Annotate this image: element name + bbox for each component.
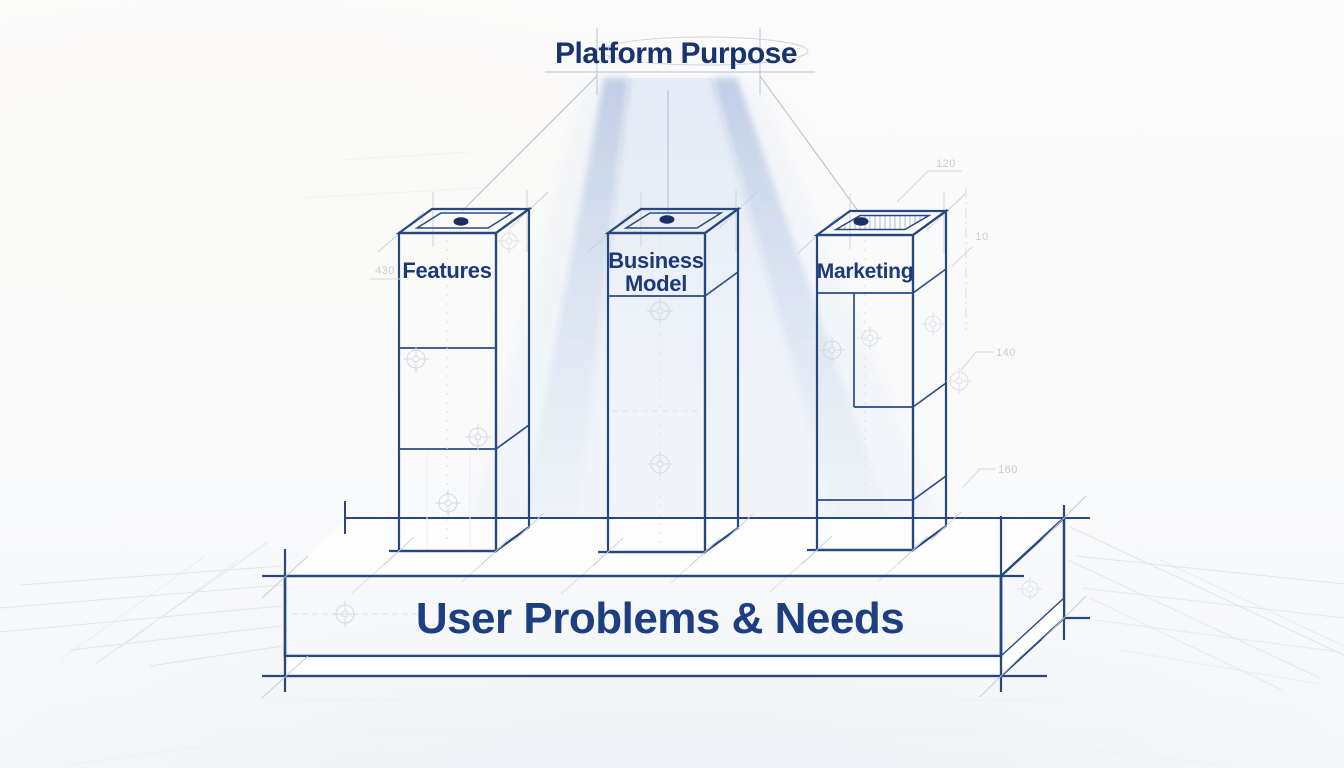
leader-line-features xyxy=(461,75,598,212)
dimension-annotations: 430 120 10 140 160 xyxy=(370,158,1018,488)
target-mark-icon xyxy=(858,326,882,350)
dimension-10: 10 xyxy=(975,231,988,243)
target-mark-icon xyxy=(497,229,521,253)
target-mark-icon xyxy=(647,451,673,477)
marketing-pin-dot-icon xyxy=(853,217,869,226)
base-hatch-strip-bg xyxy=(285,656,1001,676)
pillar-business-label-line2: Model xyxy=(625,271,687,296)
dimension-140-leader xyxy=(960,351,994,371)
platform-purpose-title: Platform Purpose xyxy=(545,28,815,95)
base-side-hatch-area xyxy=(1001,598,1064,676)
dimension-160-leader xyxy=(962,468,996,488)
beam-left-edge xyxy=(514,78,629,566)
base-corner-diagonal-ticks xyxy=(261,495,1087,699)
dimension-120: 120 xyxy=(936,158,956,170)
pillar-business-label-line1: Business xyxy=(608,248,703,273)
title-sketch-ellipse xyxy=(601,36,809,66)
pillar-bottom-ticks xyxy=(383,511,962,567)
pillar-business-model: Business Model xyxy=(598,206,742,555)
title-tick-lines xyxy=(596,28,761,95)
target-mark-icon xyxy=(1018,577,1042,601)
features-pin-dot-icon xyxy=(453,217,469,226)
base-label: User Problems & Needs xyxy=(416,594,904,643)
base-top-surface xyxy=(285,518,1064,576)
target-mark-icon xyxy=(332,601,358,627)
business-side-divider xyxy=(704,271,739,297)
features-side-divider xyxy=(495,424,530,450)
marketing-inner-panel xyxy=(853,293,913,408)
beam-right-edge xyxy=(712,78,906,566)
leader-line-marketing xyxy=(759,75,859,212)
background-grid xyxy=(0,151,1344,767)
pillar-marketing: Marketing xyxy=(807,208,950,553)
dimension-120-leader xyxy=(896,170,962,203)
target-marks xyxy=(332,229,1042,627)
base-slab: User Problems & Needs xyxy=(261,495,1090,699)
features-dividers xyxy=(399,347,496,450)
leader-lines xyxy=(461,75,859,213)
business-pin-dot-icon xyxy=(659,215,675,224)
marketing-lower-side-divider xyxy=(912,475,947,501)
platform-purpose-label: Platform Purpose xyxy=(555,37,797,70)
target-mark-icon xyxy=(435,490,461,516)
pillar-features-label: Features xyxy=(402,258,491,283)
features-top-rim xyxy=(414,212,515,229)
pillar-marketing-label: Marketing xyxy=(817,260,914,283)
dimension-160: 160 xyxy=(998,464,1018,476)
marketing-inner-side-divider xyxy=(912,382,947,408)
target-mark-icon xyxy=(403,346,429,372)
business-top-rim xyxy=(623,212,724,229)
marketing-side-divider xyxy=(912,268,947,294)
features-faint-verticals xyxy=(426,452,471,548)
marketing-top-rim xyxy=(833,214,932,231)
dimension-140: 140 xyxy=(996,347,1016,359)
target-mark-icon xyxy=(946,368,972,394)
base-top-face xyxy=(285,501,1090,595)
target-mark-icon xyxy=(647,298,673,324)
light-beam xyxy=(460,78,960,566)
dimension-430: 430 xyxy=(375,265,395,277)
target-mark-icon xyxy=(921,312,945,336)
dimension-10-leader xyxy=(951,246,973,267)
target-mark-icon xyxy=(819,337,845,363)
target-mark-icon xyxy=(465,424,491,450)
marketing-top-face xyxy=(813,209,950,237)
